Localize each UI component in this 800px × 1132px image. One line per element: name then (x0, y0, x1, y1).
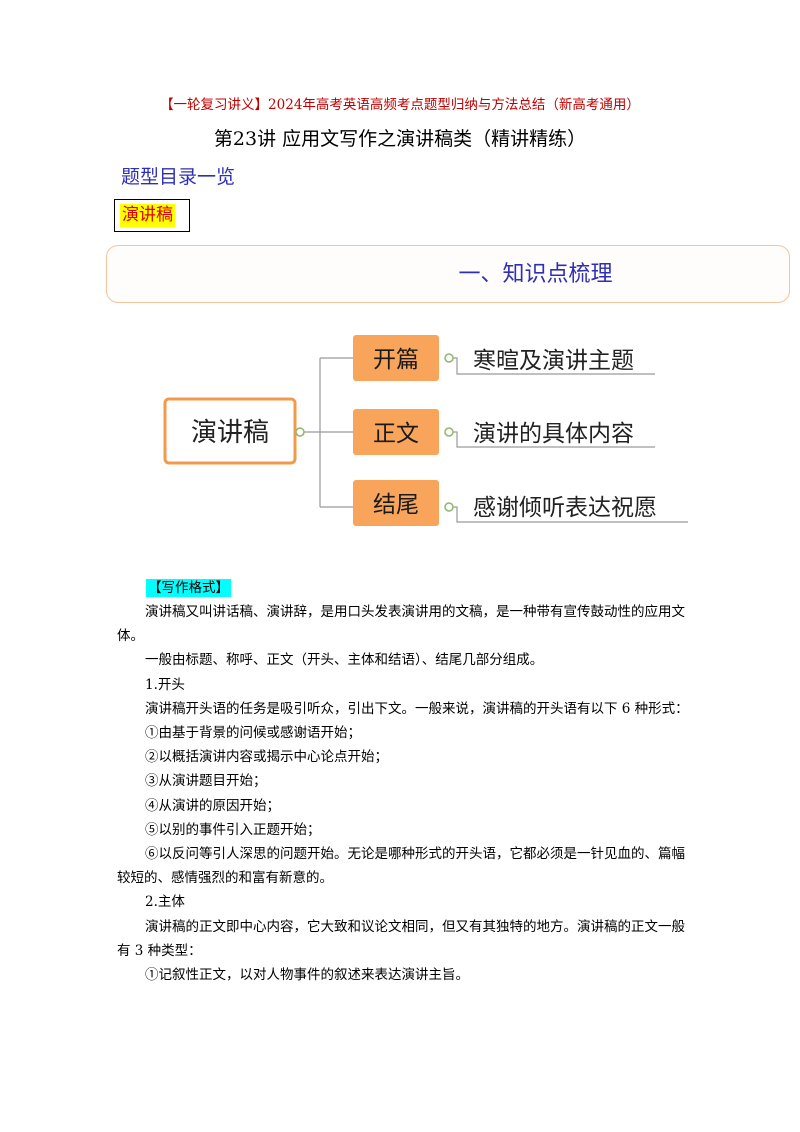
mindmap-root-label: 演讲稿 (191, 418, 269, 448)
mindmap-branch-node-opening (353, 335, 439, 381)
list-item: ④从演讲的原因开始； (145, 797, 280, 814)
subheading-opening: 1.开头 (145, 676, 185, 693)
mindmap-branch-connector-body (444, 427, 454, 437)
list-item: ①由基于背景的问候或感谢语开始； (145, 725, 361, 742)
list-item: ②以概括演讲内容或揭示中心论点开始； (145, 749, 388, 766)
section-banner: 一、知识点梳理 (106, 245, 790, 303)
mindmap-root-node (163, 397, 297, 465)
series-banner: 【一轮复习讲义】2024年高考英语高频考点题型归纳与方法总结（新高考通用） (160, 97, 640, 113)
mindmap-branch-connector-ending (444, 502, 454, 512)
mindmap-desc-body: 演讲的具体内容 (473, 421, 634, 447)
catalog-heading: 题型目录一览 (121, 166, 236, 188)
toc-box: 演讲稿 (114, 199, 190, 232)
mindmap-desc-ending: 感谢倾听表达祝愿 (473, 495, 657, 521)
paragraph: 演讲稿又叫讲话稿、演讲辞，是用口头发表演讲用的文稿，是一种带有宣传鼓动性的应用文… (117, 604, 685, 645)
mindmap-diagram: 演讲稿 开篇 寒暄及演讲主题 正文 演讲的具体内容 结尾 感谢倾听表达祝愿 (163, 335, 688, 526)
mindmap-root-connector (295, 427, 305, 437)
mindmap-branch-lines (295, 357, 353, 508)
mindmap-branch-label-opening: 开篇 (373, 347, 419, 373)
body-text: 演讲稿又叫讲话稿、演讲辞，是用口头发表演讲用的文稿，是一种带有宣传鼓动性的应用文… (117, 600, 697, 987)
list-item: ⑥以反问等引人深思的问题开始。无论是哪种形式的开头语，它都必须是一针见血的、篇幅… (117, 846, 685, 887)
list-item: ①记叙性正文，以对人物事件的叙述来表达演讲主旨。 (145, 967, 469, 984)
section-title: 一、知识点梳理 (458, 262, 613, 287)
mindmap-desc-opening: 寒暄及演讲主题 (473, 348, 634, 374)
list-item: ⑤以别的事件引入正题开始； (145, 821, 321, 838)
mindmap-branch-label-body: 正文 (373, 421, 419, 447)
writing-format-label: 【写作格式】 (146, 579, 231, 597)
mindmap-branch-connector-opening (444, 353, 454, 363)
list-item: ③从演讲题目开始； (145, 773, 267, 790)
paragraph: 演讲稿开头语的任务是吸引听众，引出下文。一般来说，演讲稿的开头语有以下 6 种形… (145, 700, 689, 717)
toc-item-speech[interactable]: 演讲稿 (120, 204, 175, 227)
paragraph: 一般由标题、称呼、正文（开头、主体和结语）、结尾几部分组成。 (145, 652, 544, 669)
paragraph: 演讲稿的正文即中心内容，它大致和议论文相同，但又有其独特的地方。演讲稿的正文一般… (117, 918, 685, 959)
lecture-title: 第23讲 应用文写作之演讲稿类（精讲精练） (213, 128, 587, 150)
mindmap-branch-node-ending (353, 480, 439, 526)
subheading-body: 2.主体 (145, 894, 185, 911)
mindmap-branch-node-body (353, 409, 439, 455)
mindmap-branch-label-ending: 结尾 (373, 492, 419, 518)
